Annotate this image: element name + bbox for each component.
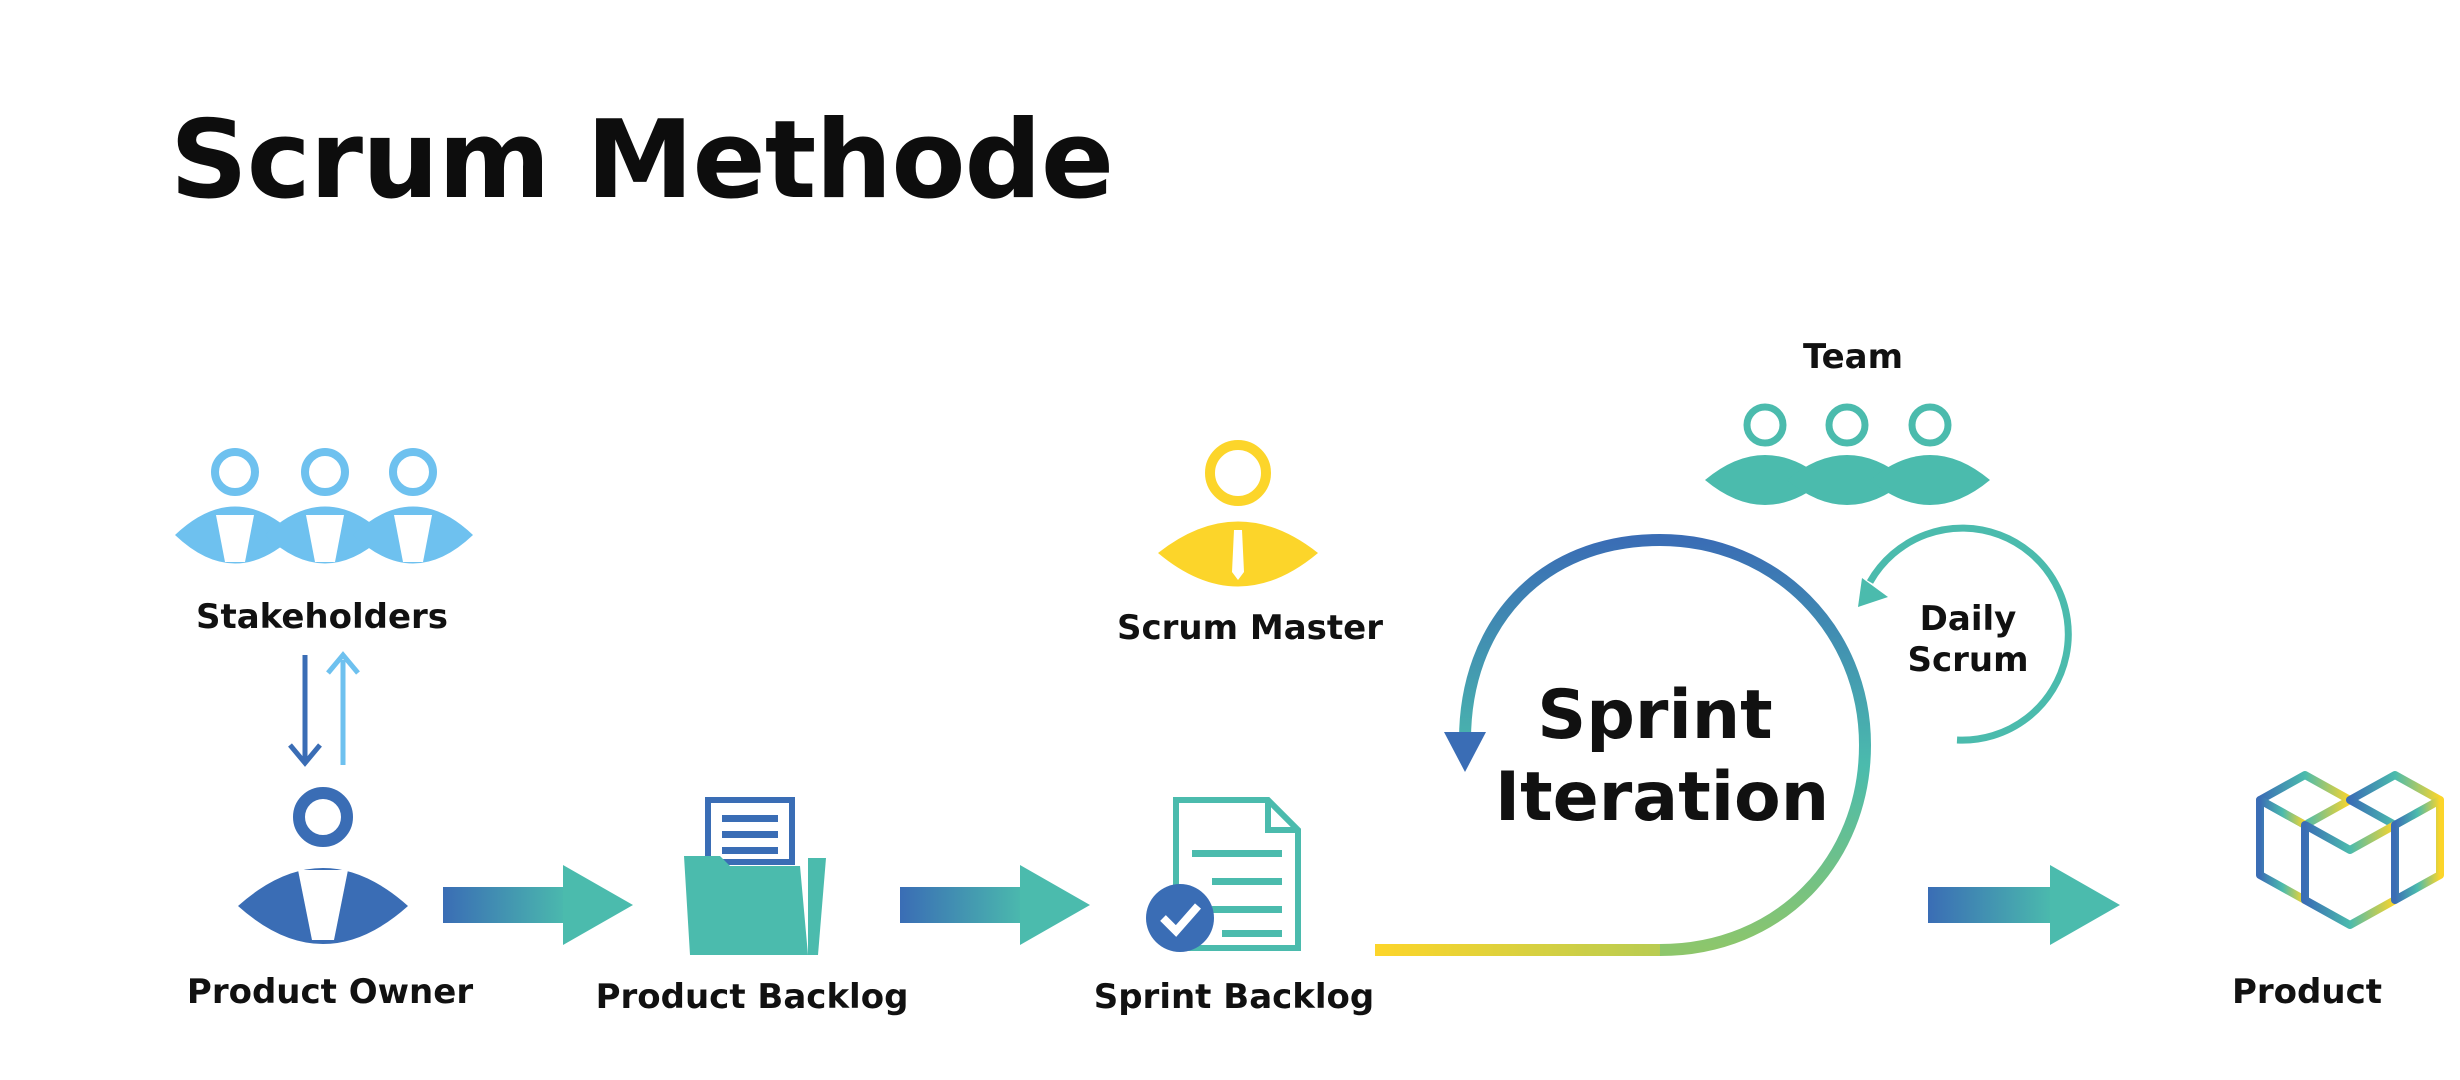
flow-arrow-icon	[900, 865, 1090, 945]
flow-arrow-icon	[1928, 865, 2120, 945]
box-icon	[2256, 771, 2444, 929]
scrum-master-label: Scrum Master	[1117, 608, 1383, 648]
sprint-iteration-label-line1: Sprint	[1537, 676, 1772, 755]
product-backlog-label: Product Backlog	[596, 977, 909, 1017]
stakeholders-label: Stakeholders	[196, 597, 448, 637]
daily-scrum-label-line2: Scrum	[1907, 640, 2028, 680]
product-owner-label: Product Owner	[187, 972, 473, 1012]
daily-scrum-loop-icon	[1858, 524, 2072, 744]
product-label: Product	[2232, 972, 2382, 1012]
page-title: Scrum Methode	[170, 98, 1114, 223]
stakeholders-icon	[175, 448, 473, 564]
flow-arrow-icon	[443, 865, 633, 945]
sprint-backlog-label: Sprint Backlog	[1094, 977, 1375, 1017]
feedback-arrows-icon	[288, 651, 360, 767]
sprint-iteration-label-line2: Iteration	[1495, 758, 1829, 837]
folder-icon	[684, 797, 826, 955]
team-label: Team	[1803, 337, 1903, 377]
document-check-icon	[1146, 797, 1301, 952]
scrum-master-icon	[1158, 440, 1318, 587]
sprint-loop-icon	[1375, 533, 1872, 956]
team-icon	[1705, 403, 1990, 505]
product-owner-icon	[238, 787, 408, 944]
daily-scrum-label-line1: Daily	[1920, 599, 2017, 639]
